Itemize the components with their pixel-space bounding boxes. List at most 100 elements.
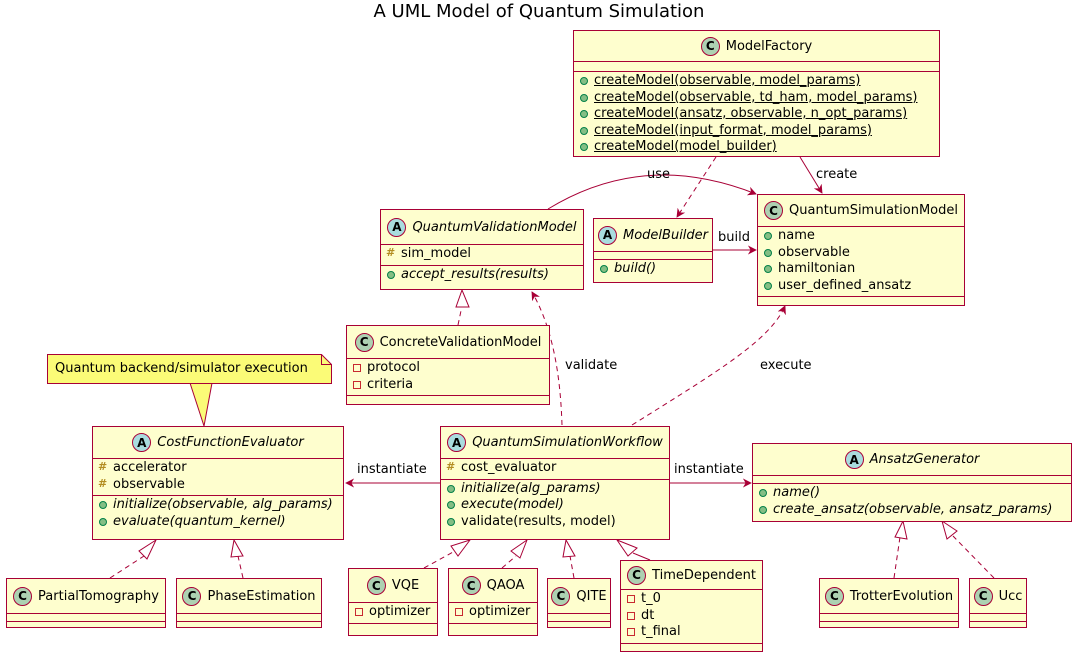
class-qite[interactable]: C QITE xyxy=(547,578,611,628)
edge-realize-phase xyxy=(237,555,244,579)
methods-section xyxy=(7,621,165,627)
class-quantum-simulation-workflow[interactable]: A QuantumSimulationWorkflow cost_evaluat… xyxy=(440,426,670,540)
class-header: C TimeDependent xyxy=(621,561,762,589)
class-time-dependent[interactable]: C TimeDependent t_0 dt t_final xyxy=(620,560,763,652)
method: accept_results(results) xyxy=(401,266,549,282)
method: execute(model) xyxy=(461,497,564,512)
label-build: build xyxy=(718,230,750,245)
fields-section xyxy=(820,613,958,621)
class-ansatz-generator[interactable]: A AnsatzGenerator name() create_ansatz(o… xyxy=(752,443,1072,522)
public-icon xyxy=(580,110,588,119)
methods-section xyxy=(177,621,321,627)
public-icon xyxy=(580,126,588,135)
class-name: ModelBuilder xyxy=(623,227,709,243)
class-name: QITE xyxy=(576,588,607,604)
class-quantum-validation-model[interactable]: A QuantumValidationModel sim_model accep… xyxy=(380,209,584,290)
field: t_final xyxy=(641,624,681,639)
class-vqe[interactable]: C VQE optimizer xyxy=(348,568,438,636)
class-spot-icon: C xyxy=(182,586,202,606)
fields-section: optimizer xyxy=(449,602,537,623)
class-ucc[interactable]: C Ucc xyxy=(969,578,1027,628)
methods-section xyxy=(349,622,437,629)
class-header: C ConcreteValidationModel xyxy=(347,326,549,358)
edge-realize-validation xyxy=(457,305,463,326)
class-name: CostFunctionEvaluator xyxy=(157,435,304,450)
class-spot-icon: C xyxy=(13,586,33,606)
protected-icon xyxy=(98,476,107,492)
fields-section xyxy=(574,61,939,71)
class-spot-icon: C xyxy=(627,565,647,585)
field: hamiltonian xyxy=(778,261,856,276)
public-icon xyxy=(764,248,772,257)
class-header: A QuantumSimulationWorkflow xyxy=(441,427,669,458)
private-icon xyxy=(627,595,635,604)
label-use: use xyxy=(647,167,671,182)
class-name: QuantumValidationModel xyxy=(412,219,577,235)
class-name: Ucc xyxy=(998,588,1023,604)
abstract-spot-icon: A xyxy=(387,217,407,237)
method: createModel(input_format, model_params) xyxy=(594,122,872,138)
class-header: A CostFunctionEvaluator xyxy=(93,427,343,458)
field: optimizer xyxy=(369,604,431,619)
public-icon xyxy=(580,93,588,102)
private-icon xyxy=(627,628,635,637)
diagram-title: A UML Model of Quantum Simulation xyxy=(373,1,705,22)
edge-realize-qite xyxy=(569,555,575,579)
note-backend: Quantum backend/simulator execution xyxy=(47,354,332,384)
class-name: TimeDependent xyxy=(652,567,756,583)
edge-realize-vqe xyxy=(423,550,456,569)
field: criteria xyxy=(367,376,414,392)
private-icon xyxy=(455,608,463,617)
class-name: AnsatzGenerator xyxy=(869,452,980,467)
class-name: QuantumSimulationWorkflow xyxy=(472,435,663,450)
methods-section xyxy=(970,621,1026,627)
class-header: C QAOA xyxy=(449,569,537,602)
class-model-builder[interactable]: A ModelBuilder build() xyxy=(593,218,713,283)
fields-section xyxy=(970,613,1026,621)
realize-head-validation xyxy=(455,288,470,308)
label-instantiate-left: instantiate xyxy=(357,462,427,477)
class-cost-function-evaluator[interactable]: A CostFunctionEvaluator accelerator obse… xyxy=(92,426,344,540)
abstract-spot-icon: A xyxy=(598,225,617,245)
fields-section xyxy=(177,613,321,621)
public-icon xyxy=(99,517,107,526)
edge-factory-builder xyxy=(676,156,717,218)
class-name: PartialTomography xyxy=(38,588,159,604)
public-icon xyxy=(447,517,455,526)
abstract-spot-icon: A xyxy=(844,450,864,469)
class-name: VQE xyxy=(391,578,420,593)
public-icon xyxy=(387,270,395,279)
note-connector xyxy=(189,382,213,427)
methods-section xyxy=(449,622,537,629)
fields-section: sim_model xyxy=(381,244,583,265)
note-text: Quantum backend/simulator execution xyxy=(55,361,308,376)
methods-section: initialize(alg_params) execute(model) va… xyxy=(441,478,669,533)
protected-icon xyxy=(386,245,395,261)
class-partial-tomography[interactable]: C PartialTomography xyxy=(6,578,166,628)
methods-section xyxy=(820,621,958,627)
public-icon xyxy=(580,143,588,152)
fields-section: cost_evaluator xyxy=(441,458,669,479)
class-model-factory[interactable]: C ModelFactory createModel(observable, m… xyxy=(573,30,940,157)
method: createModel(model_builder) xyxy=(594,139,777,154)
class-quantum-simulation-model[interactable]: C QuantumSimulationModel name observable… xyxy=(757,194,965,306)
edge-realize-ucc xyxy=(952,535,995,579)
label-create: create xyxy=(816,167,858,182)
field: observable xyxy=(778,244,850,260)
class-header: C QITE xyxy=(548,579,610,613)
class-name: QAOA xyxy=(486,578,525,593)
class-spot-icon: C xyxy=(824,586,844,606)
methods-section xyxy=(347,395,549,403)
fields-section xyxy=(753,475,1071,483)
private-icon xyxy=(353,364,361,373)
class-trotter-evolution[interactable]: C TrotterEvolution xyxy=(819,578,959,628)
class-qaoa[interactable]: C QAOA optimizer xyxy=(448,568,538,636)
public-icon xyxy=(759,505,767,514)
class-concrete-validation-model[interactable]: C ConcreteValidationModel protocol crite… xyxy=(346,325,550,405)
class-phase-estimation[interactable]: C PhaseEstimation xyxy=(176,578,322,628)
public-icon xyxy=(764,265,772,274)
class-header: C QuantumSimulationModel xyxy=(758,195,964,226)
method: createModel(observable, td_ham, model_pa… xyxy=(594,89,918,105)
field: user_defined_ansatz xyxy=(778,277,912,293)
public-icon xyxy=(447,484,455,493)
